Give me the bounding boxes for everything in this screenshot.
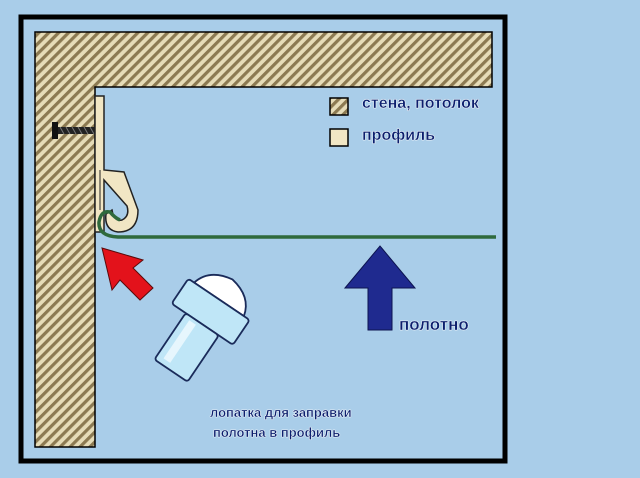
legend-wall-swatch <box>329 97 349 116</box>
spatula-tool-icon <box>154 273 250 382</box>
legend-profile-swatch <box>329 128 349 147</box>
legend-wall-label: стена, потолок <box>362 95 479 112</box>
blue-arrow-icon <box>343 245 417 331</box>
canvas-label: полотно <box>399 315 469 334</box>
tool-label-line2: полотна в профиль <box>213 425 341 440</box>
profile-shape <box>94 95 139 233</box>
tool-label-line1: лопатка для заправки <box>210 405 352 420</box>
legend-profile-label: профиль <box>362 127 436 144</box>
wall-ceiling-block <box>34 31 493 448</box>
red-arrow-icon <box>101 247 154 301</box>
outer-frame <box>18 14 508 464</box>
screw-icon <box>52 122 98 139</box>
membrane-line <box>97 209 496 239</box>
